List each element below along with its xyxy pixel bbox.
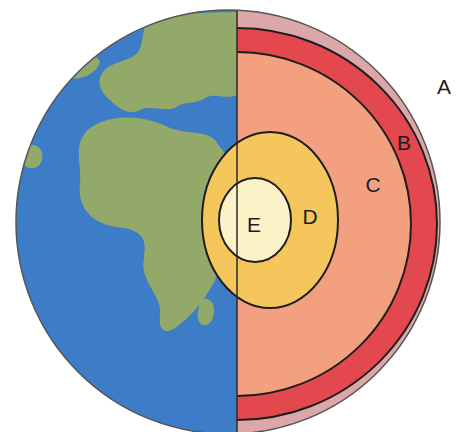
outer-core [202, 132, 338, 308]
layer-letter: A [437, 76, 451, 97]
layer-letter: D [302, 206, 317, 227]
layer-letter: E [247, 214, 261, 235]
globe-outline [16, 10, 440, 432]
inner-core [219, 178, 291, 262]
cut-line [236, 0, 238, 432]
earth-layers [237, 0, 457, 432]
layer-letter: B [397, 132, 411, 153]
layer-letter: C [365, 174, 380, 195]
